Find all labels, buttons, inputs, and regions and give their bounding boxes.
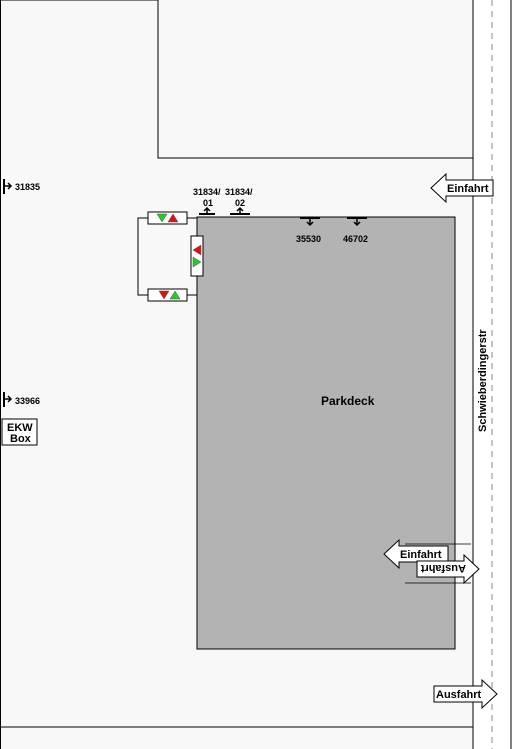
svg-text:33966: 33966 (15, 396, 40, 406)
arrow-right-icon (4, 395, 13, 403)
svg-text:Einfahrt: Einfahrt (400, 549, 442, 561)
street-name: Schwieberdingerstr (477, 329, 489, 432)
svg-text:02: 02 (235, 198, 245, 208)
traffic-signal-side[interactable] (190, 235, 204, 277)
arrow-down-icon (306, 218, 314, 227)
parkdeck-label: Parkdeck (321, 394, 375, 408)
svg-text:31835: 31835 (15, 182, 40, 192)
arrow-up-icon (203, 206, 211, 214)
exit-lower-arrow[interactable]: Ausfahrt (433, 678, 498, 710)
marker-33966[interactable]: 33966 (3, 392, 40, 407)
svg-text:31834/: 31834/ (225, 187, 253, 197)
entrance-top-arrow[interactable]: Einfahrt (430, 172, 494, 204)
marker-35530[interactable]: 35530 (296, 217, 321, 244)
arrow-down-icon (353, 218, 361, 227)
arrow-up-icon (236, 206, 244, 214)
svg-text:31834/: 31834/ (193, 187, 221, 197)
signal-green-down-icon (156, 213, 168, 223)
signal-red-down-icon (158, 290, 170, 300)
signal-green-up-icon (169, 290, 181, 300)
ramp-connector (137, 217, 148, 296)
svg-text:Einfahrt: Einfahrt (447, 183, 489, 195)
parkdeck-building[interactable] (196, 216, 456, 650)
marker-46702[interactable]: 46702 (343, 217, 368, 244)
signal-red-left-icon (192, 244, 202, 256)
signal-green-right-icon (192, 256, 202, 268)
ekw-box-label-2: Box (10, 433, 32, 445)
ekw-box-label-1: EKW (7, 422, 33, 434)
svg-text:Ausfahrt: Ausfahrt (436, 689, 482, 701)
traffic-signal-top[interactable] (147, 211, 188, 225)
marker-31835[interactable]: 31835 (3, 179, 40, 194)
street (473, 0, 513, 749)
svg-text:46702: 46702 (343, 234, 368, 244)
svg-text:01: 01 (203, 198, 213, 208)
svg-text:35530: 35530 (296, 234, 321, 244)
traffic-signal-bottom[interactable] (147, 288, 188, 302)
exit-bottom-arrow[interactable]: Ausfahrt (416, 553, 480, 585)
marker-31834-01[interactable]: 31834/ 01 (193, 187, 221, 215)
marker-31834-02[interactable]: 31834/ 02 (225, 187, 253, 215)
svg-text:Ausfahrt: Ausfahrt (420, 562, 466, 574)
arrow-right-icon (4, 182, 13, 190)
signal-red-up-icon (167, 213, 179, 223)
adjacent-building-outline (0, 0, 473, 159)
ekw-box[interactable]: EKW Box (1, 418, 38, 446)
